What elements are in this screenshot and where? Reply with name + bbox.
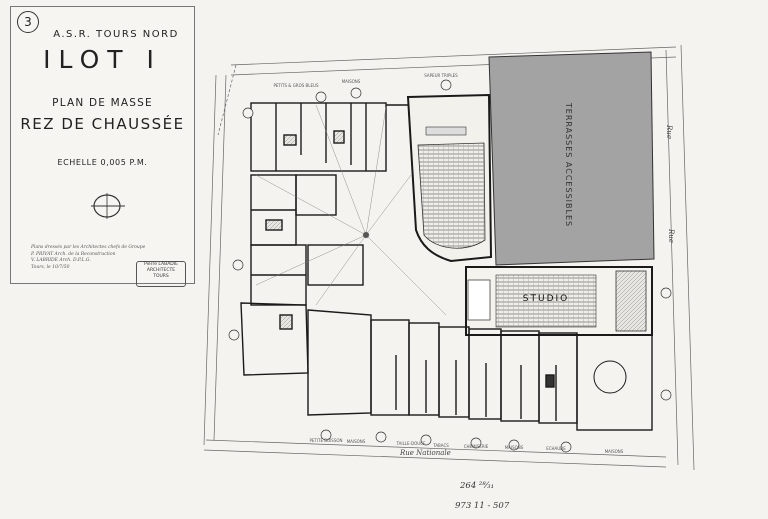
- credit-line: P. PRIVAT Arch. de la Reconstruction: [31, 251, 116, 257]
- street-label-east: Rue: [664, 125, 673, 139]
- street-label-east: Rue: [666, 229, 675, 243]
- cinema-roof-label: TERRASSES ACCESSIBLES: [564, 102, 573, 227]
- stamp-line: TOURS: [153, 274, 169, 279]
- architect-stamp: Pierre LABADIE ARCHITECTE TOURS: [136, 261, 186, 287]
- south-tag: ECHAUDE: [546, 446, 566, 451]
- block-title: ILOT I: [43, 45, 162, 74]
- handwritten-note: 973 11 - 507: [455, 501, 510, 511]
- south-tag: MAISONS: [505, 445, 524, 450]
- north-buildings: [250, 102, 408, 172]
- cinema-auditorium: [406, 93, 493, 263]
- drawing-scale: ECHELLE 0,005 P.M.: [57, 158, 148, 167]
- sheet-number: 3: [17, 11, 39, 33]
- south-tag: MAISONS: [605, 449, 624, 454]
- south-buildings: [240, 302, 653, 431]
- cinema-roof-terrace: [488, 51, 655, 266]
- site-plan: TERRASSES ACCESSIBLES STUDIO: [203, 44, 695, 471]
- street-lines: [203, 44, 695, 471]
- studio-label: STUDIO: [523, 294, 569, 304]
- north-arrow-icon: [91, 193, 125, 219]
- credit-line: Tours, le 10/7/50: [31, 264, 70, 270]
- north-tag: MAISONS: [342, 79, 361, 84]
- project-name: A.S.R. TOURS NORD: [53, 29, 179, 40]
- studio-block: STUDIO: [465, 266, 653, 336]
- north-tag: PETITS & GROS BLEUS: [273, 83, 318, 88]
- stamp-line: Pierre LABADIE: [144, 262, 178, 267]
- south-tag: MAISONS: [347, 439, 366, 444]
- south-tag: PETITE BOISSON: [309, 438, 342, 443]
- survey-marks: [228, 79, 672, 453]
- stamp-line: ARCHITECTE: [146, 268, 176, 273]
- credit-line: Plans dressés par les Architectes chefs …: [31, 245, 146, 250]
- south-tag: TAILLE-DOUCE: [396, 441, 426, 446]
- handwritten-note: 264 ²⁸⁄₃₁: [460, 481, 494, 491]
- architect-credits: Plans dressés par les Architectes chefs …: [31, 245, 146, 271]
- street-label-south: Rue Nationale: [400, 449, 451, 457]
- drawing-type: PLAN DE MASSE: [52, 97, 153, 109]
- south-tag: CHEMISERIE: [464, 444, 489, 449]
- title-block: 3 A.S.R. TOURS NORD ILOT I PLAN DE MASSE…: [10, 6, 195, 287]
- west-buildings: [250, 174, 364, 306]
- north-tag: SAPEUR TRIPLES: [424, 73, 458, 78]
- courtyard-sightlines: [255, 104, 447, 316]
- south-tag: TABACS: [432, 443, 449, 448]
- floor-level: REZ DE CHAUSSÉE: [20, 115, 185, 133]
- credit-line: V. LABRIDE Arch. D.P.L.G.: [31, 258, 91, 263]
